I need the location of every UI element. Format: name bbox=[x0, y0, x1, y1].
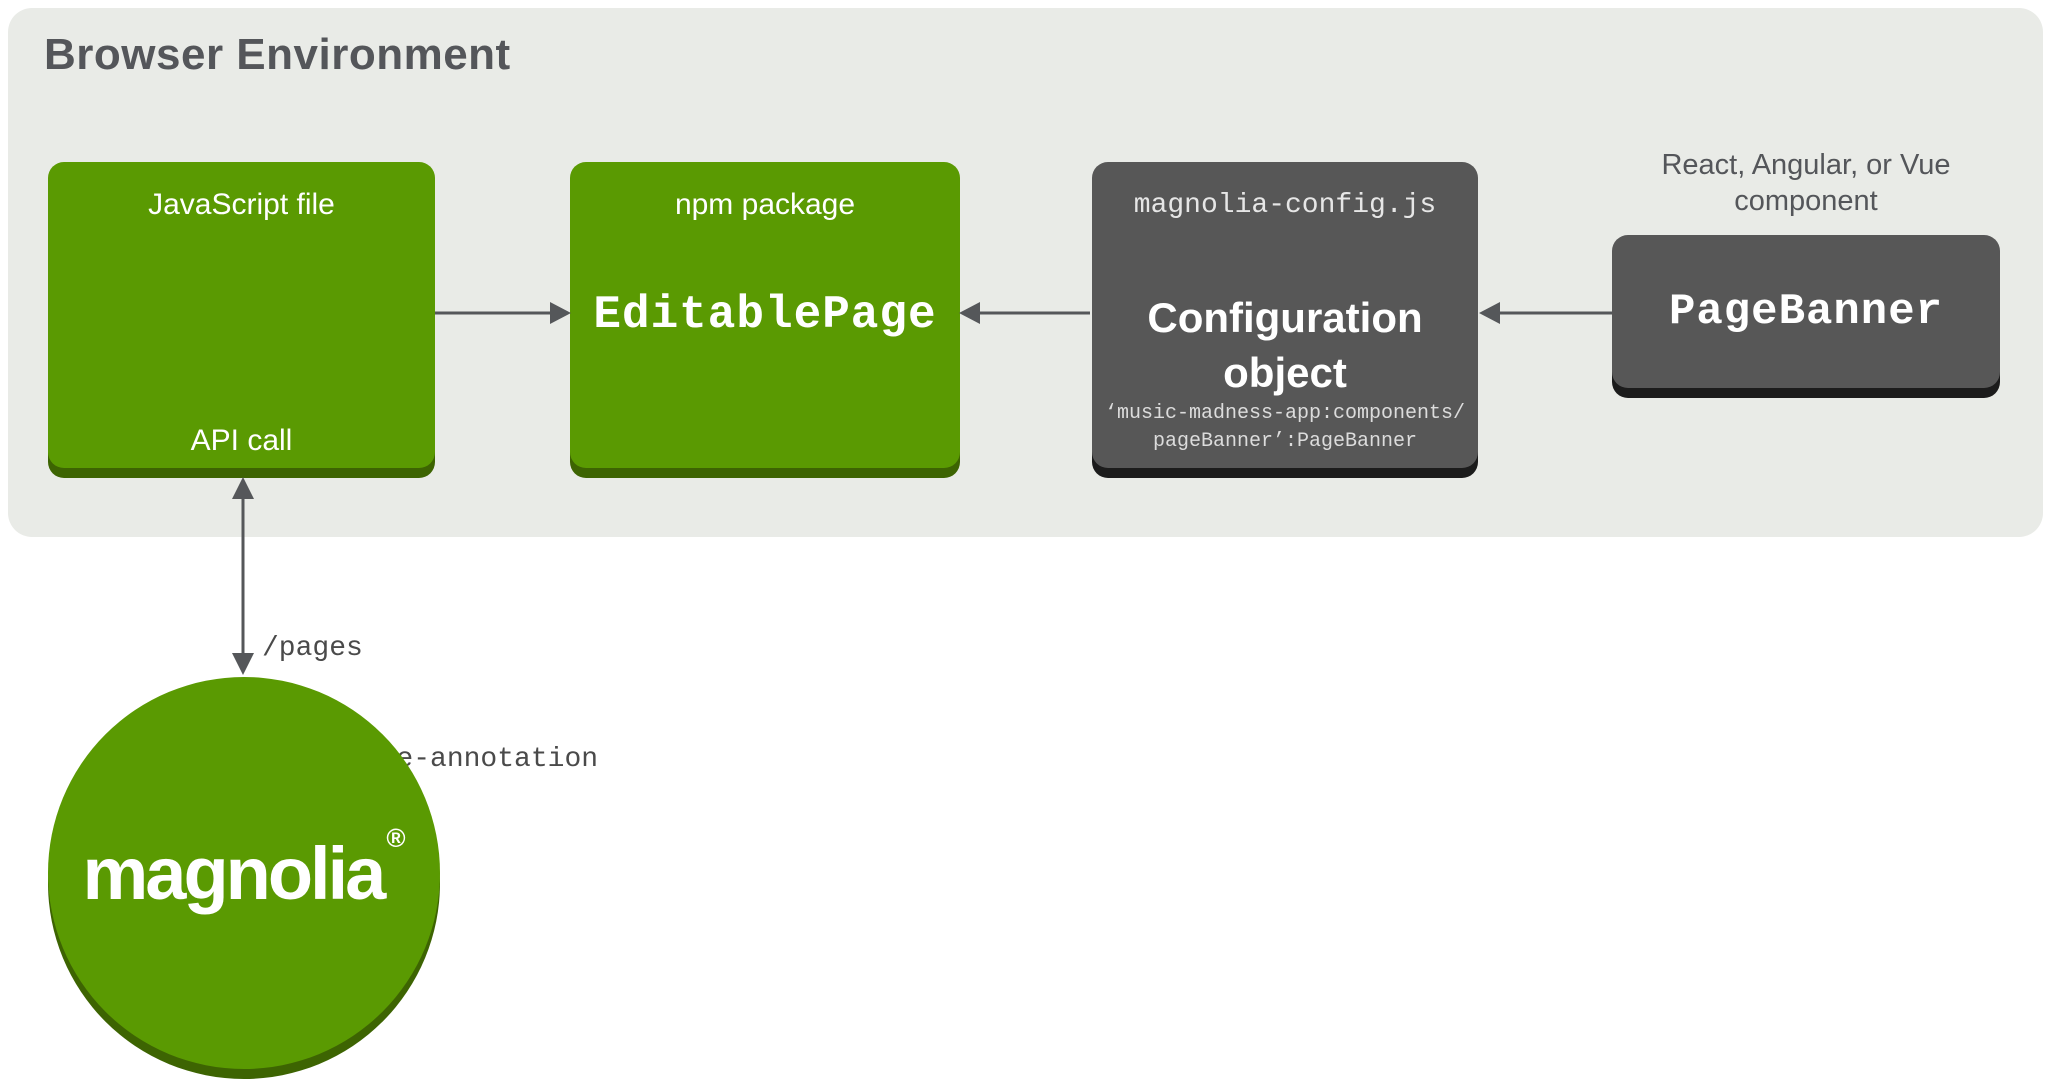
javascript-file-label: JavaScript file bbox=[148, 188, 335, 221]
panel-title: Browser Environment bbox=[44, 30, 511, 79]
framework-component-caption: React, Angular, or Vue component bbox=[1661, 149, 1951, 217]
pagebanner-code-label: PageBanner bbox=[1668, 286, 1944, 337]
magnolia-config-file-label: magnolia-config.js bbox=[1133, 190, 1437, 221]
registered-trademark-symbol: ® bbox=[386, 822, 406, 853]
api-call-label: API call bbox=[190, 424, 293, 457]
pagebanner-box: PageBanner bbox=[1612, 235, 2000, 388]
npm-package-label: npm package bbox=[674, 188, 856, 221]
configuration-mapping-code-line2: pageBanner’:PageBanner bbox=[1152, 430, 1418, 453]
configuration-mapping-code-line1: ‘music-madness-app:components/ bbox=[1104, 402, 1466, 425]
magnolia-wordmark-text: magnolia bbox=[82, 831, 386, 915]
npm-package-box: npm package EditablePage bbox=[570, 162, 960, 468]
configuration-object-title: Configuration object bbox=[1147, 294, 1423, 396]
magnolia-logo: magnolia ® bbox=[48, 677, 440, 1069]
configuration-mapping-code: ‘music-madness-app:components/ pageBanne… bbox=[1092, 400, 1478, 456]
magnolia-wordmark: magnolia ® bbox=[82, 823, 405, 916]
editablepage-code-label: EditablePage bbox=[593, 289, 937, 341]
configuration-object-box: magnolia-config.js Configuration object … bbox=[1092, 162, 1478, 468]
rest-endpoint-pages: /pages bbox=[262, 633, 363, 664]
javascript-file-box: JavaScript file API call bbox=[48, 162, 435, 468]
